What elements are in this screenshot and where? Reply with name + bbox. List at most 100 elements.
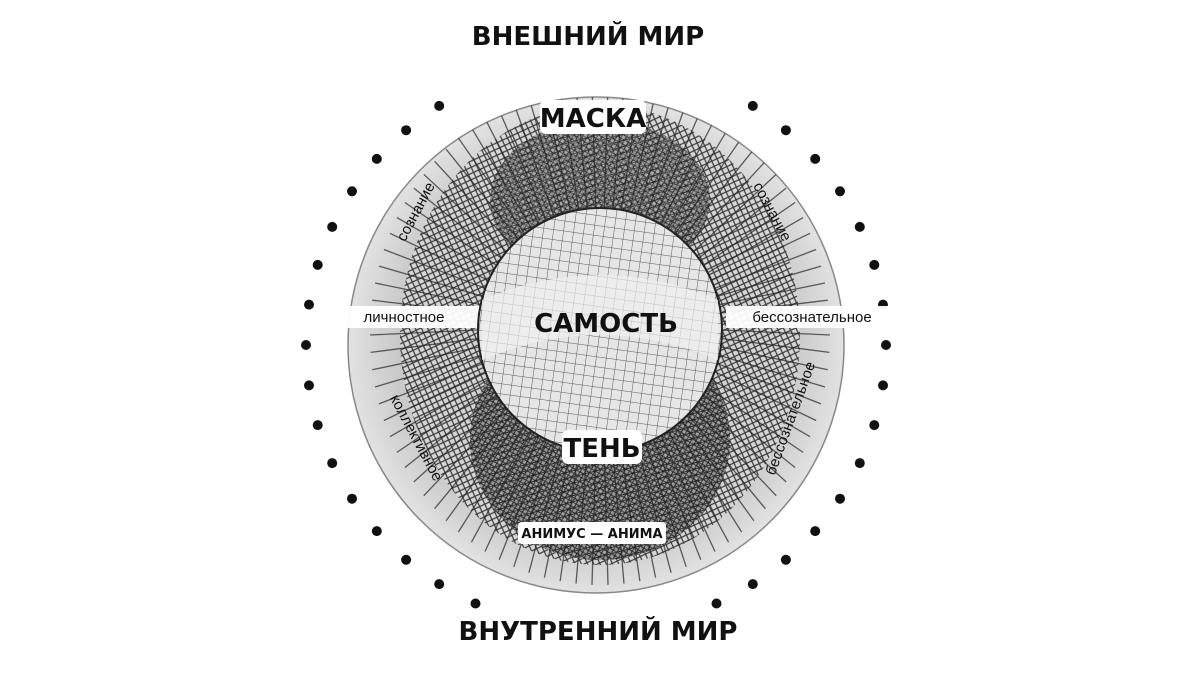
- hatch-ray: [645, 102, 687, 218]
- hatch-ray: [413, 401, 502, 483]
- hatch-ray: [372, 346, 480, 371]
- hatch-ray: [652, 439, 702, 560]
- hatch-ray: [369, 329, 479, 336]
- hatch-ray: [513, 442, 555, 568]
- shadow-label-bg: [562, 430, 642, 464]
- hatch-ray: [628, 448, 657, 578]
- hatch-ray: [703, 201, 796, 266]
- hatch-ray: [498, 110, 548, 221]
- unconscious-right-label: бессознательное: [752, 309, 871, 326]
- ring-dot: [747, 579, 758, 590]
- hatch-ray: [457, 137, 526, 235]
- hatch-ray: [559, 450, 580, 582]
- ring-dot: [711, 598, 722, 609]
- hatch-ray: [374, 354, 481, 388]
- hatch-ray: [370, 337, 479, 354]
- hatch-ray: [413, 187, 502, 259]
- self-label: САМОСТЬ: [534, 309, 678, 339]
- hatch-ray: [720, 346, 828, 371]
- hatch-ray: [628, 97, 657, 212]
- shadow-label: ТЕНЬ: [563, 434, 640, 464]
- mask-label-bg: [540, 100, 646, 134]
- ring-dot: [747, 100, 758, 111]
- hatch-ray: [423, 407, 507, 497]
- hatch-ray: [667, 430, 730, 543]
- hatch-ray: [698, 187, 787, 259]
- ring-dot: [869, 420, 880, 431]
- hatch-ray: [383, 248, 486, 289]
- hatch-ray: [423, 173, 507, 253]
- inner-world-label: ВНУТРЕННИЙ МИР: [459, 615, 738, 647]
- ring-dot: [312, 259, 323, 270]
- hatch-ray: [711, 232, 811, 281]
- animus-anima-label: АНИМУС — АНИМА: [521, 527, 662, 542]
- hatch-ray: [681, 420, 755, 522]
- dotted-outer-ring: [301, 100, 891, 609]
- ring-dot: [434, 579, 445, 590]
- hatch-ray: [703, 394, 796, 469]
- ring-dot: [371, 526, 382, 537]
- hatch-ray: [714, 371, 817, 422]
- hatch-ray: [652, 110, 702, 221]
- hatch-ray: [714, 248, 817, 289]
- hatch-ray: [711, 379, 811, 438]
- hatch-ray: [674, 425, 743, 533]
- ring-dot: [854, 458, 865, 469]
- ring-dot: [810, 526, 821, 537]
- ring-dot: [854, 221, 865, 232]
- hatch-ray: [404, 201, 497, 266]
- hatch-ray: [637, 445, 672, 573]
- hatch-ray: [660, 118, 716, 225]
- ring-dot: [301, 340, 311, 350]
- hatch-ray: [721, 329, 831, 336]
- hatch-ray: [445, 148, 519, 240]
- horizontal-divider-band-right: [726, 306, 894, 328]
- ring-dot: [327, 458, 338, 469]
- ring-dot: [371, 153, 382, 164]
- hatch-ray: [378, 362, 483, 405]
- ring-dot: [304, 380, 314, 391]
- hatch-ray: [707, 217, 804, 274]
- hatch-ray: [396, 217, 493, 274]
- hatch-ray: [693, 173, 777, 253]
- hatch-ray: [620, 450, 641, 582]
- mask-label: МАСКА: [540, 104, 646, 134]
- hatch-ray: [719, 282, 826, 306]
- hatch-ray: [404, 394, 497, 469]
- horizontal-divider-band: [340, 306, 480, 328]
- hatch-ray: [645, 442, 687, 568]
- ring-dot: [869, 259, 880, 270]
- hatch-ray: [687, 160, 766, 246]
- hatch-ray: [484, 118, 540, 225]
- ring-dot: [835, 186, 845, 197]
- hatch-ray: [470, 430, 533, 543]
- hatch-ray: [717, 362, 822, 405]
- ring-dot: [878, 380, 888, 391]
- hatch-ray: [528, 445, 563, 573]
- hatch-ray: [389, 232, 489, 281]
- self-inner-lens: [482, 275, 718, 360]
- hatch-ray: [603, 451, 609, 585]
- ring-dot: [347, 493, 357, 504]
- hatch-ray: [637, 97, 672, 215]
- ring-dot: [434, 100, 445, 111]
- hatch-ray: [667, 127, 730, 230]
- hatch-ray: [470, 127, 533, 230]
- ring-dot: [327, 221, 338, 232]
- hatch-ray: [434, 414, 513, 510]
- hatch-ray: [528, 97, 563, 215]
- hatch-ray: [513, 102, 555, 218]
- hatch-ray: [681, 148, 755, 240]
- hatch-ray: [721, 337, 830, 354]
- hatch-ray: [389, 379, 489, 438]
- ring-dot: [835, 493, 845, 504]
- hatch-ray: [498, 439, 548, 560]
- ring-dot: [881, 340, 891, 350]
- hatch-ray: [660, 435, 716, 552]
- animus-label-bg: [518, 522, 666, 544]
- hatch-ray: [719, 354, 826, 388]
- hatch-ray: [374, 282, 481, 306]
- hatch-ray: [543, 448, 572, 578]
- hatch-ray: [612, 451, 625, 584]
- hatch-ray: [445, 420, 519, 522]
